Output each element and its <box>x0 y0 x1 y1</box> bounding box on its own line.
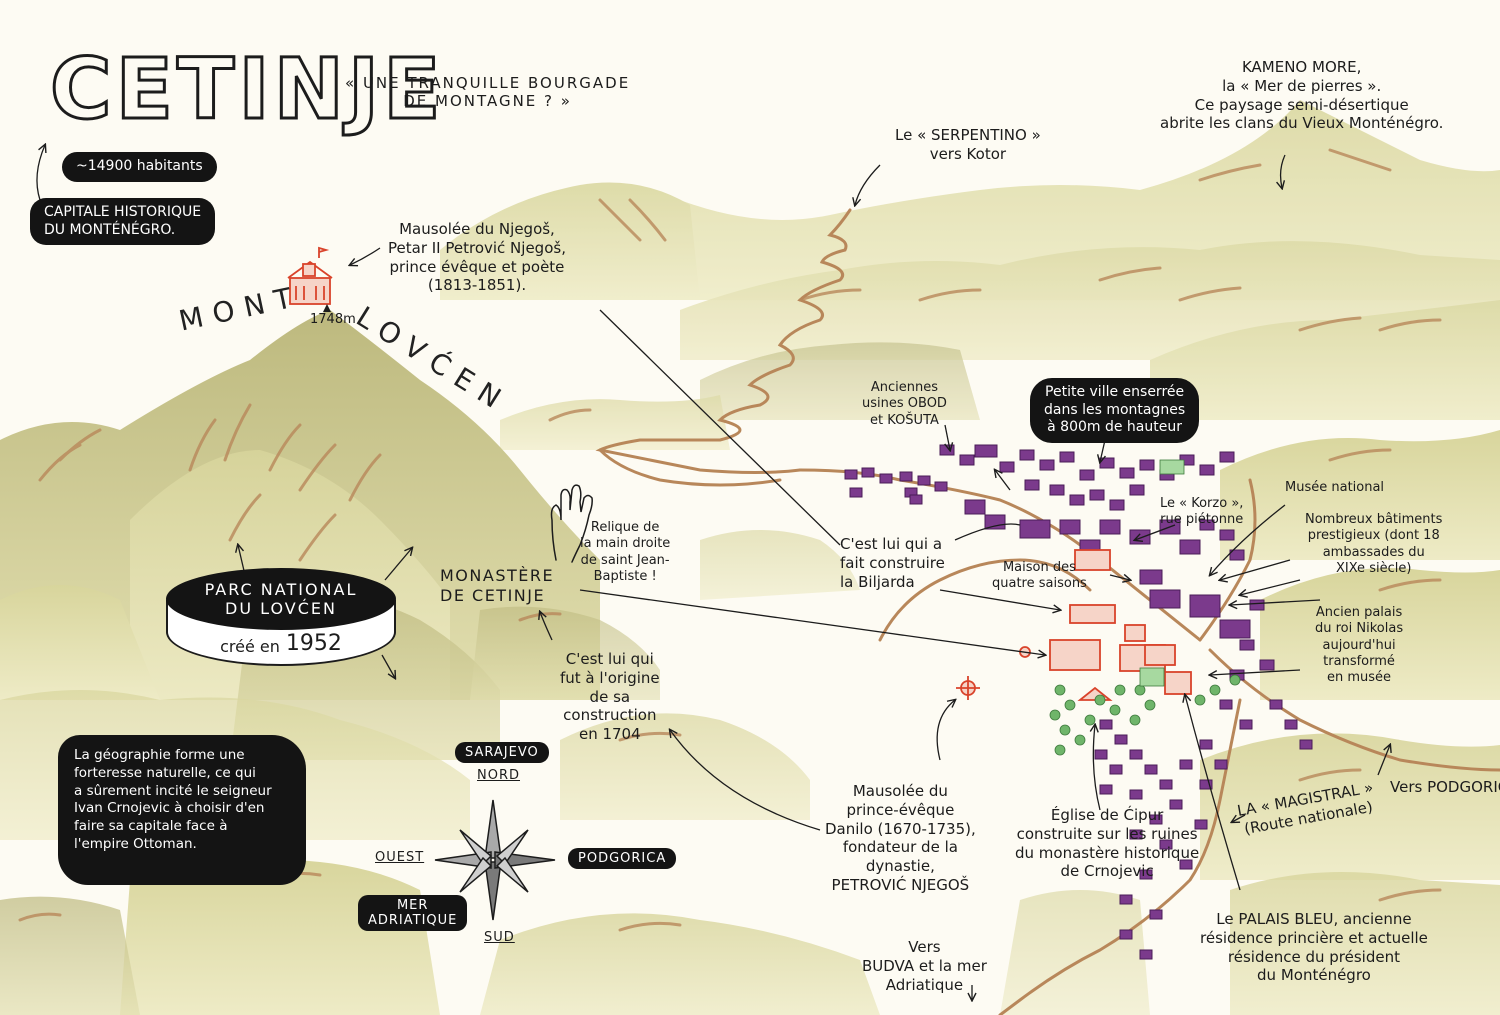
national-park-created-label: créé en <box>220 637 280 656</box>
summit-triangle-icon <box>323 304 331 312</box>
page-subtitle: « UNE TRANQUILLE BOURGADE DE MONTAGNE ? … <box>345 74 631 110</box>
population-badge: ~14900 habitants <box>62 152 217 182</box>
house-south <box>1094 699 1313 960</box>
national-park-name: PARC NATIONAL DU LOVĆEN <box>166 568 396 630</box>
compass-south: SUD <box>484 930 515 945</box>
town-houses <box>844 444 1313 960</box>
landmarks <box>287 246 1192 701</box>
right-hills <box>1000 430 1500 1015</box>
mountain-altitude: 1748m <box>310 312 356 327</box>
compass-north-destination: SARAJEVO <box>455 742 549 763</box>
far-hills <box>440 100 1500 450</box>
hand-icon <box>550 484 593 563</box>
trees <box>1049 459 1241 756</box>
biljarda-label: C'est lui qui a fait construire la Bilja… <box>840 535 945 591</box>
house-row-1 <box>844 467 948 505</box>
small-town-badge: Petite ville enserrée dans les montagnes… <box>1030 378 1200 443</box>
four-seasons-label: Maison des quatre saisons <box>992 560 1087 592</box>
monastery-label: MONASTÈRE DE CETINJE <box>440 566 555 605</box>
national-park-badge: créé en 1952 PARC NATIONAL DU LOVĆEN <box>166 568 396 672</box>
mausoleum-icon <box>287 246 333 305</box>
cipur-label: Église de Ćipur construite sur les ruine… <box>1015 806 1200 881</box>
korzo-label: Le « Korzo », rue piétonne <box>1160 496 1244 528</box>
danilo-mausoleum-icon <box>956 676 980 700</box>
blue-palace-label: Le PALAIS BLEU, ancienne résidence princ… <box>1200 910 1428 985</box>
to-budva-label: Vers BUDVA et la mer Adriatique <box>862 938 987 994</box>
to-podgorica-label: Vers PODGORICA <box>1390 778 1500 796</box>
national-park-year: 1952 <box>285 631 342 656</box>
compass-east-destination: PODGORICA <box>568 848 677 869</box>
relic-label: Relique de la main droite de saint Jean-… <box>580 520 671 584</box>
obod-label: Anciennes usines OBOD et KOŠUTA <box>862 380 947 428</box>
compass-north: NORD <box>477 768 520 783</box>
mausoleum-danilo-label: Mausolée du prince-évêque Danilo (1670-1… <box>825 782 976 894</box>
serpentino-label: Le « SERPENTINO » vers Kotor <box>895 126 1041 163</box>
monastery-origin-label: C'est lui qui fut à l'origine de sa cons… <box>560 650 660 743</box>
arrows <box>36 145 1390 1000</box>
kameno-more-label: KAMENO MORE, la « Mer de pierres ». Ce p… <box>1160 58 1444 133</box>
page-title: CETINJE <box>49 39 445 140</box>
compass-rose-icon <box>434 799 556 921</box>
monastery-cluster-icon <box>1019 549 1192 701</box>
geography-note: La géographie forme une forteresse natur… <box>58 735 306 885</box>
buildings-label: Nombreux bâtiments prestigieux (dont 18 … <box>1305 512 1443 576</box>
compass-west: OUEST <box>375 850 425 865</box>
compass-southwest-destination: MER ADRIATIQUE <box>358 895 468 931</box>
national-museum-label: Musée national <box>1285 480 1385 495</box>
capital-note: CAPITALE HISTORIQUE DU MONTÉNÉGRO. <box>30 198 216 245</box>
mausoleum-njegos-label: Mausolée du Njegoš, Petar II Petrović Nj… <box>388 220 566 295</box>
king-palace-label: Ancien palais du roi Nikolas aujourd'hui… <box>1315 605 1404 685</box>
